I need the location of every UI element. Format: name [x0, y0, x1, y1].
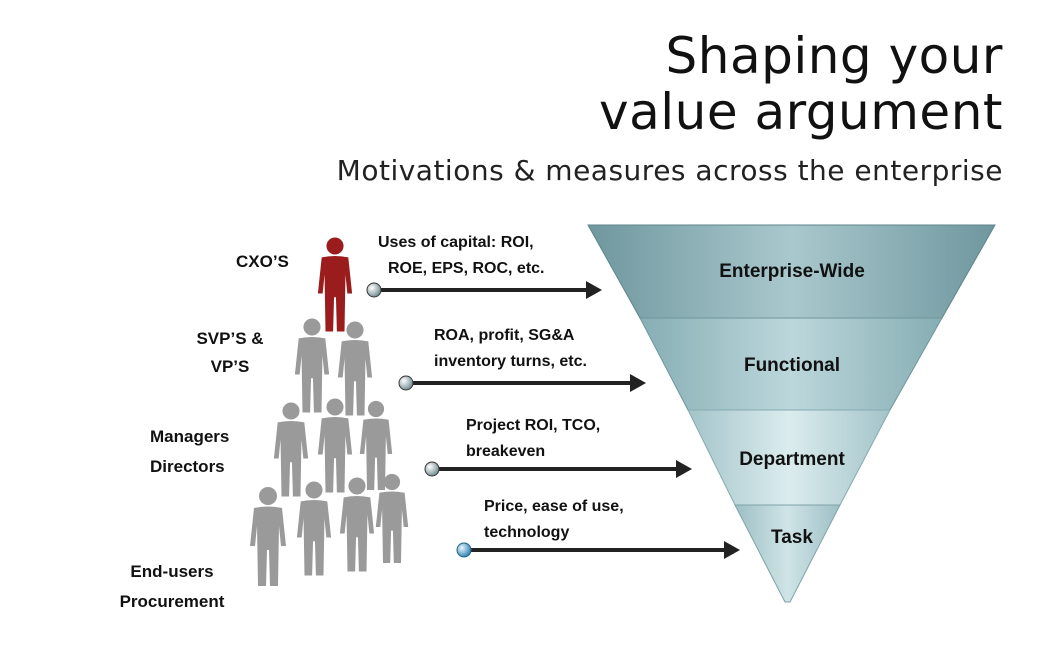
- measure-endusers-line1: Price, ease of use,: [484, 498, 624, 515]
- level-enterprise: Enterprise-Wide: [719, 261, 865, 282]
- measure-cxo-line2: ROE, EPS, ROC, etc.: [388, 260, 545, 277]
- role-managers-line1: Managers: [150, 427, 230, 446]
- role-endusers-line2: Procurement: [119, 592, 225, 611]
- staff-figures: [250, 318, 409, 586]
- arrow-1: [366, 281, 602, 299]
- title-line-2: value argument: [599, 83, 1003, 141]
- level-task: Task: [771, 527, 813, 548]
- executive-figure: [317, 237, 353, 332]
- role-endusers: End-users Procurement: [104, 557, 240, 617]
- arrow-3: [424, 460, 692, 478]
- role-managers-line2: Directors: [150, 457, 225, 476]
- measure-cxo-line1: Uses of capital: ROI,: [378, 234, 534, 251]
- arrow-4: [456, 541, 740, 559]
- measure-endusers: Price, ease of use, technology: [484, 494, 624, 546]
- role-cxo: CXO’S: [236, 252, 289, 271]
- measure-svp-line2: inventory turns, etc.: [434, 353, 587, 370]
- measure-svp-line1: ROA, profit, SG&A: [434, 327, 575, 344]
- page-title: Shaping your value argument: [599, 28, 1003, 140]
- measure-managers: Project ROI, TCO, breakeven: [466, 413, 600, 465]
- page-subtitle: Motivations & measures across the enterp…: [336, 154, 1003, 187]
- role-svp-line1: SVP’S &: [196, 329, 264, 348]
- measure-svp: ROA, profit, SG&A inventory turns, etc.: [434, 323, 587, 375]
- role-endusers-line1: End-users: [130, 562, 214, 581]
- measure-managers-line1: Project ROI, TCO,: [466, 417, 601, 434]
- measure-endusers-line2: technology: [484, 524, 570, 541]
- measure-managers-line2: breakeven: [466, 443, 546, 460]
- measure-cxo: Uses of capital: ROI, ROE, EPS, ROC, etc…: [378, 230, 544, 282]
- title-line-1: Shaping your: [665, 27, 1003, 85]
- role-managers: Managers Directors: [150, 422, 229, 482]
- role-svp-line2: VP’S: [210, 357, 250, 376]
- funnel-task: [734, 504, 841, 603]
- level-functional: Functional: [743, 355, 841, 376]
- arrow-2: [398, 374, 646, 392]
- role-svp: SVP’S & VP’S: [188, 325, 272, 381]
- level-department: Department: [739, 449, 845, 470]
